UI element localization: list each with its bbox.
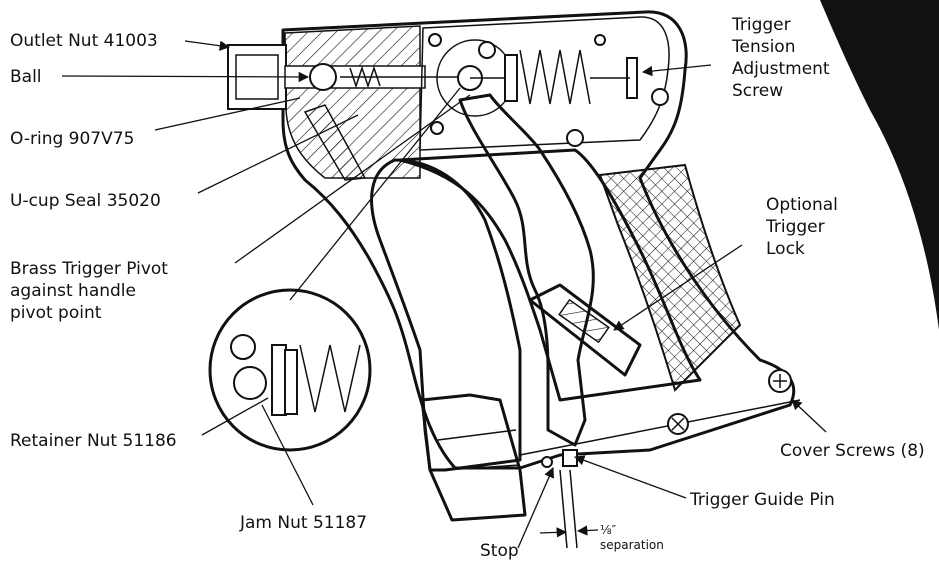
label-separation-value: ⅛″ [600,523,617,537]
label-lock-line2: Trigger [765,217,825,237]
label-brass-pivot-line1: Brass Trigger Pivot [10,259,168,279]
label-trigger-guide-pin: Trigger Guide Pin [689,490,835,510]
label-outlet-nut: Outlet Nut 41003 [10,31,158,51]
label-lock-line1: Optional [766,195,838,215]
label-jam-nut: Jam Nut 51187 [239,513,367,533]
label-lock-line3: Lock [766,239,805,259]
label-tension-line4: Screw [732,81,783,101]
label-o-ring: O-ring 907V75 [10,129,134,149]
label-ball: Ball [10,67,42,87]
detail-zoom-circle [208,87,461,452]
cover-screw-icon [768,369,792,393]
label-separation: separation [600,538,664,552]
leader-lines [61,40,827,549]
label-tension-line2: Tension [731,37,795,57]
label-u-cup-seal: U-cup Seal 35020 [10,191,161,211]
label-retainer-nut: Retainer Nut 51186 [10,431,177,451]
label-stop: Stop [480,541,519,561]
label-brass-pivot-line3: pivot point [10,303,102,323]
corner-swoosh [820,0,939,330]
label-tension-line3: Adjustment [732,59,830,79]
label-tension-line1: Trigger [731,15,791,35]
cover-screw-icon [667,413,689,435]
label-cover-screws: Cover Screws (8) [780,441,925,461]
label-brass-pivot-line2: against handle [10,281,136,301]
